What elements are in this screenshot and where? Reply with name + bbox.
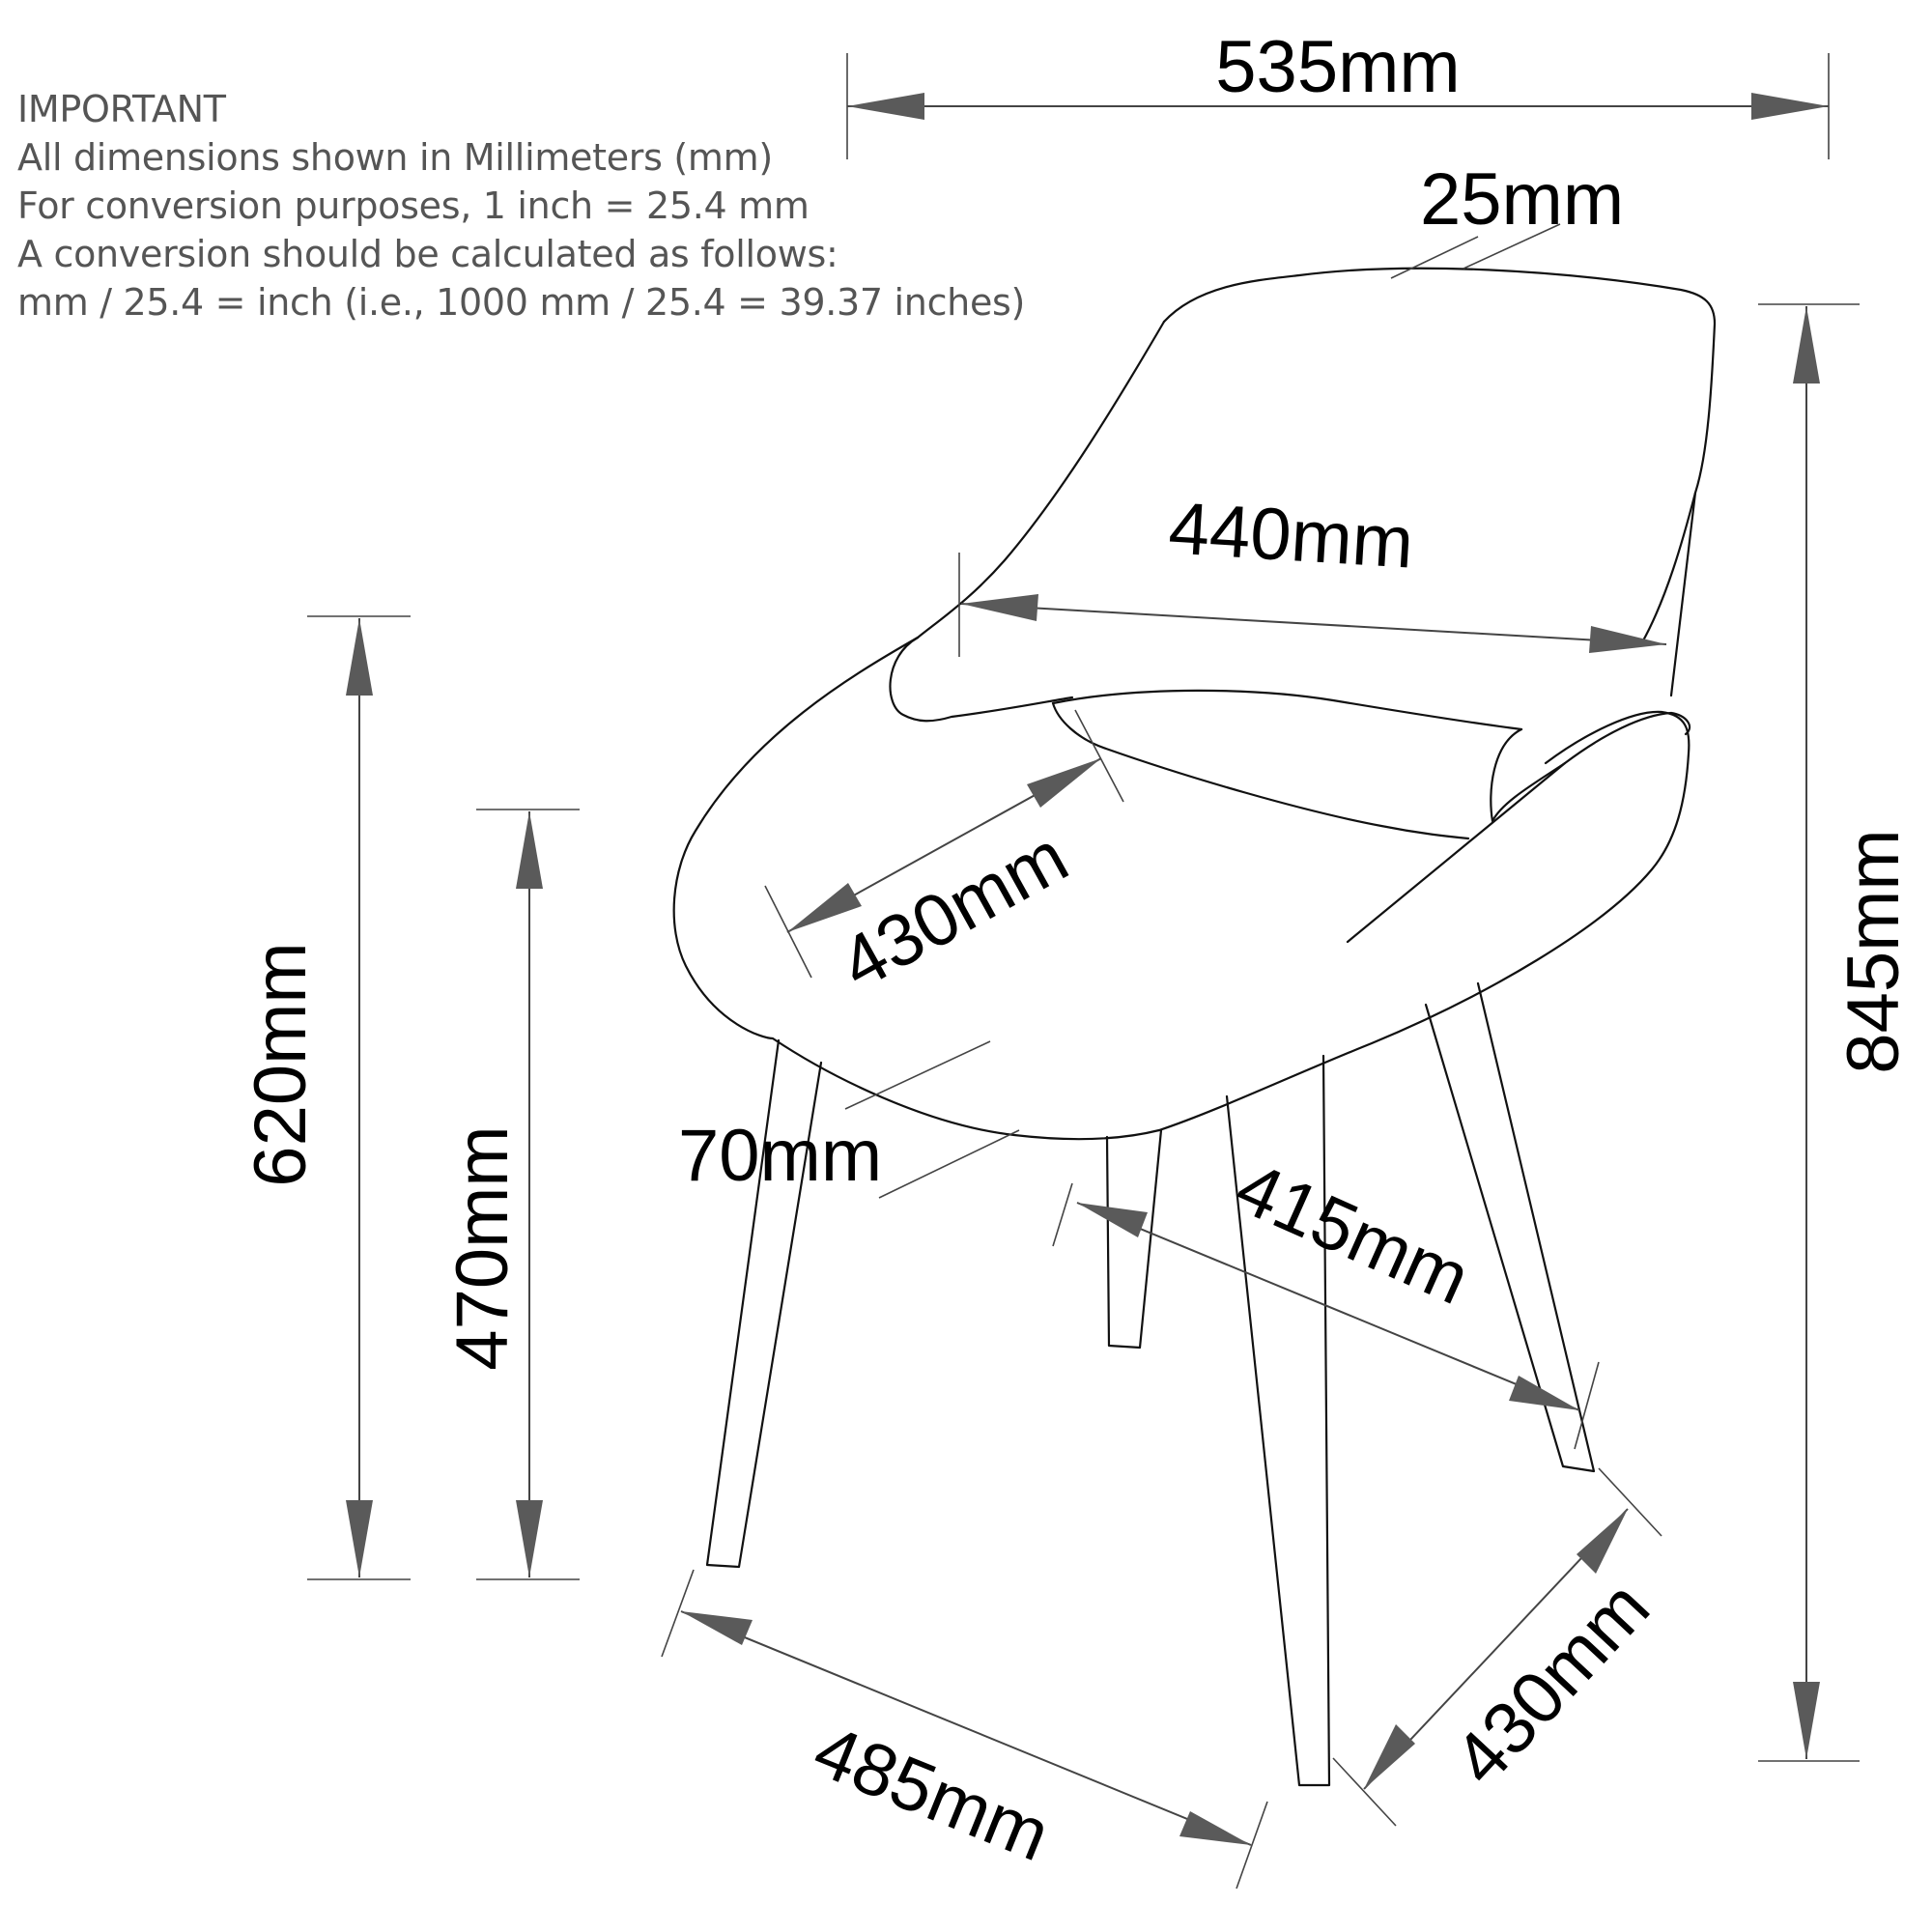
ext-line — [1074, 709, 1124, 803]
chair-outline-icon — [672, 267, 1717, 1787]
backrest-shell — [1162, 267, 1717, 644]
backrest-left-edge — [916, 320, 1166, 639]
seat-shell — [672, 636, 1161, 1141]
ext-line — [1332, 1757, 1397, 1827]
arrow-icon — [516, 1500, 543, 1577]
right-armrest-top — [1157, 710, 1690, 1132]
arrow-icon — [847, 93, 924, 120]
leg-rear-right — [1424, 981, 1596, 1473]
ext-line — [661, 1569, 695, 1658]
dim-label: 430mm — [827, 815, 1081, 1006]
backrest-right-inner — [1669, 491, 1697, 697]
left-armrest — [889, 636, 1074, 723]
arrow-icon — [1577, 1509, 1628, 1574]
dim-seat-height: 470mm — [441, 809, 580, 1580]
dim-footprint-depth: 430mm — [1332, 1467, 1665, 1827]
note-line-3: A conversion should be calculated as fol… — [17, 233, 838, 275]
arrow-icon — [346, 618, 373, 696]
important-note: IMPORTANT All dimensions shown in Millim… — [17, 85, 1025, 327]
leg-front-right — [1225, 1054, 1331, 1787]
dim-label: 25mm — [1420, 158, 1624, 241]
arrow-icon — [516, 811, 543, 889]
ext-line — [1390, 236, 1479, 279]
ext-line — [1236, 1801, 1268, 1889]
note-line-2: For conversion purposes, 1 inch = 25.4 m… — [17, 185, 810, 227]
leg-front-left — [705, 1038, 823, 1569]
note-heading: IMPORTANT — [17, 88, 226, 130]
arrow-icon — [1509, 1376, 1579, 1410]
dim-label: 70mm — [678, 1115, 882, 1197]
dim-inner-width: 440mm — [958, 487, 1667, 657]
arrow-icon — [1793, 306, 1820, 384]
dim-arm-height: 620mm — [240, 615, 411, 1580]
right-armrest — [1490, 711, 1691, 823]
arrow-icon — [1077, 1203, 1148, 1237]
arrow-icon — [346, 1500, 373, 1577]
arrow-icon — [1179, 1811, 1251, 1845]
dim-overall-height: 845mm — [1758, 303, 1915, 1762]
dim-overall-width: 535mm — [846, 26, 1830, 159]
ext-line — [844, 1040, 991, 1110]
dim-seat-thickness: 70mm — [678, 1040, 1020, 1199]
leg-rear-center — [1105, 1128, 1163, 1350]
dim-backrest-thickness: 25mm — [1390, 158, 1624, 279]
arrow-icon — [961, 594, 1038, 621]
arrow-icon — [1364, 1724, 1415, 1789]
note-line-1: All dimensions shown in Millimeters (mm) — [17, 136, 773, 179]
dim-line — [960, 603, 1667, 645]
ext-line — [1052, 1182, 1073, 1247]
dim-label: 415mm — [1224, 1146, 1481, 1321]
dim-line — [680, 1610, 1252, 1846]
arrow-icon — [681, 1611, 753, 1645]
arrow-icon — [1751, 93, 1829, 120]
dim-footprint-width: 485mm — [661, 1569, 1268, 1889]
dim-label: 470mm — [441, 1125, 524, 1370]
ext-line — [878, 1129, 1020, 1199]
dim-label: 535mm — [1215, 26, 1460, 108]
dim-label: 485mm — [803, 1709, 1061, 1877]
note-line-4: mm / 25.4 = inch (i.e., 1000 mm / 25.4 =… — [17, 281, 1026, 324]
dim-seat-depth: 430mm — [764, 709, 1124, 1006]
right-armrest-fold — [1346, 761, 1567, 944]
dim-label: 845mm — [1833, 829, 1915, 1073]
arrow-icon — [1793, 1682, 1820, 1759]
arrow-icon — [1589, 626, 1666, 653]
seat-inner-edge — [1051, 689, 1523, 731]
dim-label: 620mm — [240, 942, 322, 1186]
ext-line — [1463, 223, 1561, 270]
ext-line — [1598, 1467, 1662, 1537]
ext-line — [1574, 1361, 1600, 1450]
dim-line — [1076, 1202, 1580, 1411]
dim-label: 440mm — [1166, 487, 1415, 583]
seat-cushion-back — [1051, 701, 1470, 840]
dim-label: 430mm — [1438, 1566, 1665, 1801]
arrow-icon — [787, 883, 862, 932]
arrow-icon — [1027, 758, 1101, 808]
